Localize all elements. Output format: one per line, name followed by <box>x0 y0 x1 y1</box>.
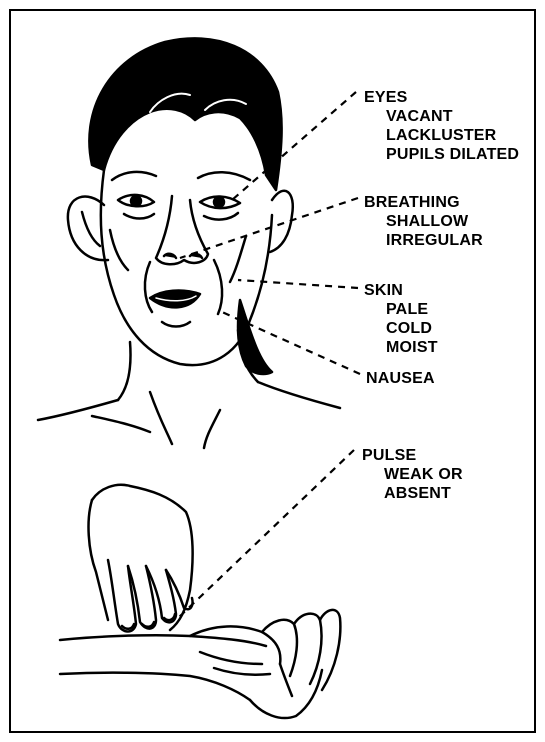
label-breathing: BREATHING SHALLOW IRREGULAR <box>364 193 483 250</box>
label-nausea: NAUSEA <box>366 369 435 388</box>
leader-pulse <box>176 450 354 620</box>
skin-item-3: MOIST <box>364 338 438 357</box>
left-eyebrow <box>112 172 156 180</box>
pulse-item-1: WEAK OR <box>362 465 463 484</box>
pulse-item-2: ABSENT <box>362 484 463 503</box>
label-pulse: PULSE WEAK OR ABSENT <box>362 446 463 503</box>
eyes-heading: EYES <box>364 88 519 107</box>
breathing-heading: BREATHING <box>364 193 483 212</box>
leader-skin <box>238 280 358 288</box>
pulse-heading: PULSE <box>362 446 463 465</box>
skin-item-2: COLD <box>364 319 438 338</box>
right-eyebrow <box>198 172 250 180</box>
eyes-item-2: LACKLUSTER <box>364 126 519 145</box>
left-shoulder <box>38 400 118 420</box>
eyes-item-3: PUPILS DILATED <box>364 145 519 164</box>
label-eyes: EYES VACANT LACKLUSTER PUPILS DILATED <box>364 88 519 164</box>
label-skin: SKIN PALE COLD MOIST <box>364 281 438 357</box>
breathing-item-2: IRREGULAR <box>364 231 483 250</box>
eyes-item-1: VACANT <box>364 107 519 126</box>
right-shoulder <box>258 382 340 408</box>
nose <box>156 196 208 264</box>
skin-heading: SKIN <box>364 281 438 300</box>
nausea-heading: NAUSEA <box>366 369 435 388</box>
examiner-hand <box>92 485 193 630</box>
neck <box>118 342 131 400</box>
breathing-item-1: SHALLOW <box>364 212 483 231</box>
hair <box>89 38 281 190</box>
patient-wrist <box>60 635 266 646</box>
right-ear <box>270 191 293 252</box>
skin-item-1: PALE <box>364 300 438 319</box>
